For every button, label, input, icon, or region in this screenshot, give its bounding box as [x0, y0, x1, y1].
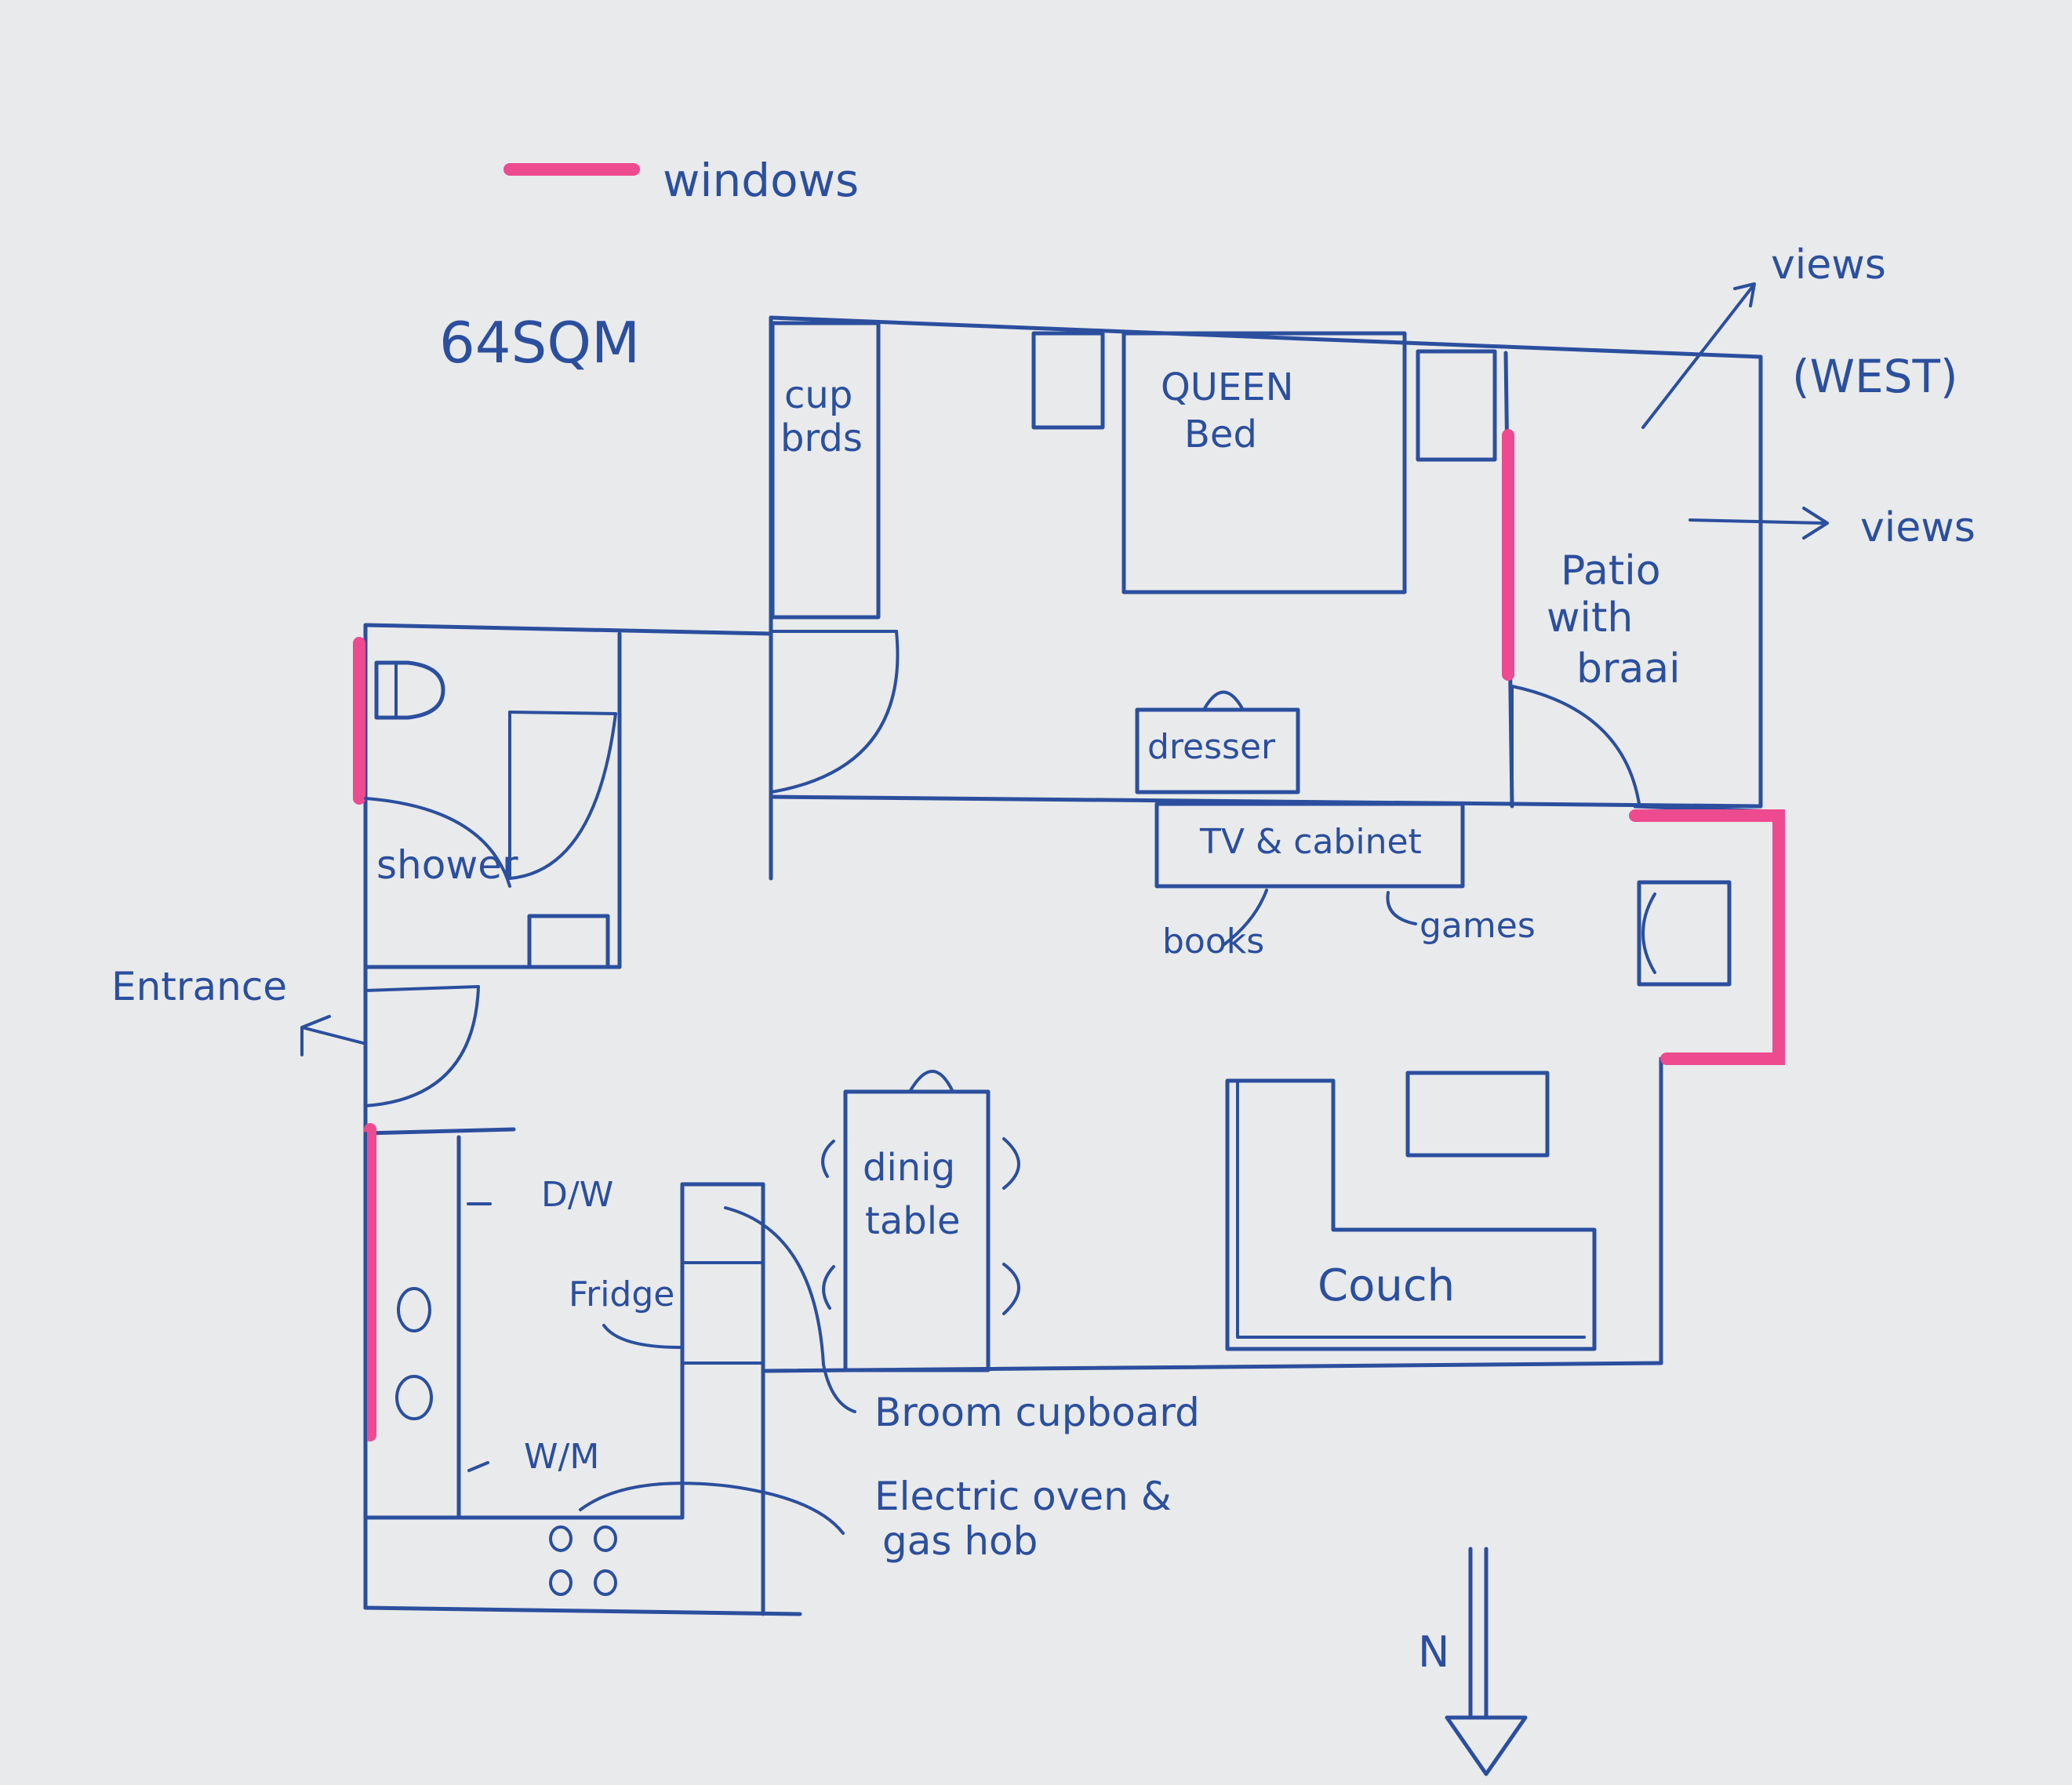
views-arrow-right-head [1802, 507, 1829, 540]
shower-label: shower [376, 842, 518, 888]
bedside-table-left [1031, 331, 1105, 430]
entrance-arrow [300, 1026, 365, 1045]
entrance-arrow-head [300, 1015, 331, 1056]
views-label-upper: views [1771, 242, 1886, 289]
patio-label-1: Patio [1561, 547, 1661, 594]
walls [363, 315, 1776, 1616]
couch [1225, 1078, 1597, 1351]
dining-chair-right-2 [1002, 1263, 1020, 1315]
fireplace [1637, 880, 1732, 987]
north-arrow [1445, 1547, 1528, 1776]
queen-bed-label-2: Bed [1184, 413, 1257, 456]
windows [353, 429, 1785, 1441]
doors [364, 630, 1641, 1107]
oven-hob-label-2: gas hob [882, 1518, 1038, 1564]
couch-inner-line [1236, 1079, 1586, 1339]
cupboards-label-2: brds [780, 416, 863, 460]
cupboards-label-1: cup [784, 373, 852, 417]
fridge-arrow [602, 1324, 682, 1349]
views-arrow-upper [1641, 285, 1754, 429]
gas-hob-burners [549, 1525, 617, 1596]
broom-cupboard-arrow [724, 1206, 856, 1413]
dining-table-label-1: dinig [863, 1146, 955, 1190]
fireplace-opening [1641, 892, 1656, 974]
appliance-dial-2 [395, 1375, 433, 1420]
queen-bed [1121, 331, 1407, 594]
views-label-right: views [1860, 504, 1976, 551]
dresser-label: dresser [1147, 727, 1276, 767]
dining-chair-left-1 [821, 1140, 835, 1178]
legend-label: windows [663, 154, 859, 207]
views-arrow-upper-head [1733, 282, 1756, 307]
entrance-label: Entrance [111, 964, 287, 1009]
basin [527, 914, 610, 969]
bedside-table-right [1416, 349, 1497, 462]
dining-chair-top [908, 1070, 954, 1093]
broom-cupboard-label: Broom cupboard [874, 1390, 1200, 1435]
patio-label-2: with [1547, 594, 1633, 642]
dining-chair-right-1 [1002, 1137, 1020, 1190]
games-label: games [1420, 906, 1536, 946]
views-arrow-right [1688, 518, 1825, 525]
games-arrow [1386, 891, 1417, 925]
oven-arrow [579, 1481, 845, 1535]
patio-label-3: braai [1576, 645, 1681, 693]
dresser [1135, 707, 1300, 794]
washing-machine-arrow [467, 1461, 489, 1472]
tv-cabinet [1154, 802, 1465, 889]
queen-bed-label-1: QUEEN [1161, 365, 1293, 409]
tv-cabinet-label: TV & cabinet [1199, 822, 1422, 862]
north-label: N [1418, 1627, 1449, 1677]
appliance-dial-1 [397, 1287, 431, 1332]
couch-label: Couch [1318, 1260, 1455, 1311]
area-label: 64SQM [439, 310, 640, 376]
dining-table-label-2: table [865, 1199, 961, 1243]
dishwasher-label: D/W [541, 1175, 613, 1215]
fridge-label: Fridge [569, 1274, 674, 1314]
west-label: (WEST) [1792, 350, 1958, 403]
coffee-table [1405, 1071, 1550, 1158]
books-label: books [1162, 922, 1264, 962]
dining-chair-left-2 [822, 1265, 835, 1310]
cupboards [770, 321, 881, 620]
dining-table [843, 1089, 991, 1372]
books-arrow [1222, 889, 1268, 947]
oven-hob-label-1: Electric oven & [874, 1474, 1172, 1519]
dresser-stool [1202, 690, 1245, 711]
toilet [374, 660, 445, 720]
washing-machine-label: W/M [524, 1437, 599, 1477]
